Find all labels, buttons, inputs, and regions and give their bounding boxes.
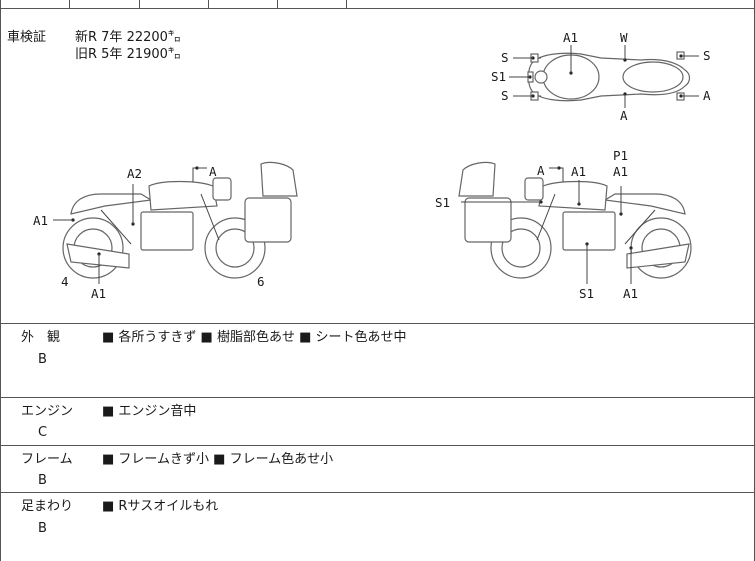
odometer-previous: 旧R 5年 21900㌔ [75,47,181,62]
section-border [1,323,755,324]
section-border [1,492,755,493]
label-left-6: 6 [257,274,265,289]
label-right-s1-bottom: S1 [579,286,594,301]
section-border [1,445,755,446]
section-remark: ■ Rサスオイルもれ [102,499,219,514]
label-top-s-lower: S [501,88,509,103]
section-title: フレーム [21,452,73,467]
label-top-s-right: S [703,48,711,63]
left-side-motorcycle [53,161,298,284]
section-border [1,397,755,398]
section-grade: C [38,425,48,440]
label-left-a1: A1 [33,213,48,228]
section-title: 足まわり [21,499,74,514]
right-side-motorcycle [458,161,692,284]
label-right-a: A [537,163,545,178]
odometer-current: 新R 7年 22200㌔ [75,30,181,45]
top-row-border [1,8,755,9]
label-top-w: W [620,30,628,45]
section-title: エンジン [21,404,74,419]
label-right-a1-upper: A1 [613,164,628,179]
label-top-a-right: A [703,88,711,103]
section-title: 外 観 [21,330,61,345]
top-row-divider [346,0,347,8]
damage-diagram: A1 W S S1 S S A A [33,30,711,301]
label-top-a1: A1 [563,30,578,45]
label-left-a: A [209,164,217,179]
label-top-s1: S1 [491,69,506,84]
top-row-divider [69,0,70,8]
top-view-motorcycle [509,45,699,108]
label-right-s1-left: S1 [435,195,450,210]
top-row-divider [277,0,278,8]
section-grade: B [38,473,47,488]
top-row-divider [139,0,140,8]
section-remark: ■ エンジン音中 [102,404,197,419]
top-row-divider [208,0,209,8]
label-right-p1: P1 [613,148,628,163]
label-right-a1-bottom: A1 [623,286,638,301]
label-left-a2: A2 [127,166,142,181]
label-top-s-upper: S [501,50,509,65]
section-grade: B [38,521,47,536]
label-top-a-bottom: A [620,108,628,123]
label-right-a1: A1 [571,164,586,179]
section-grade: B [38,352,47,367]
label-left-4: 4 [61,274,69,289]
odometer-label: 車検証 [7,30,47,45]
section-remark: ■ フレームきず小 ■ フレーム色あせ小 [102,452,334,467]
section-remark: ■ 各所うすきず ■ 樹脂部色あせ ■ シート色あせ中 [102,330,407,345]
label-left-a1-bottom: A1 [91,286,106,301]
